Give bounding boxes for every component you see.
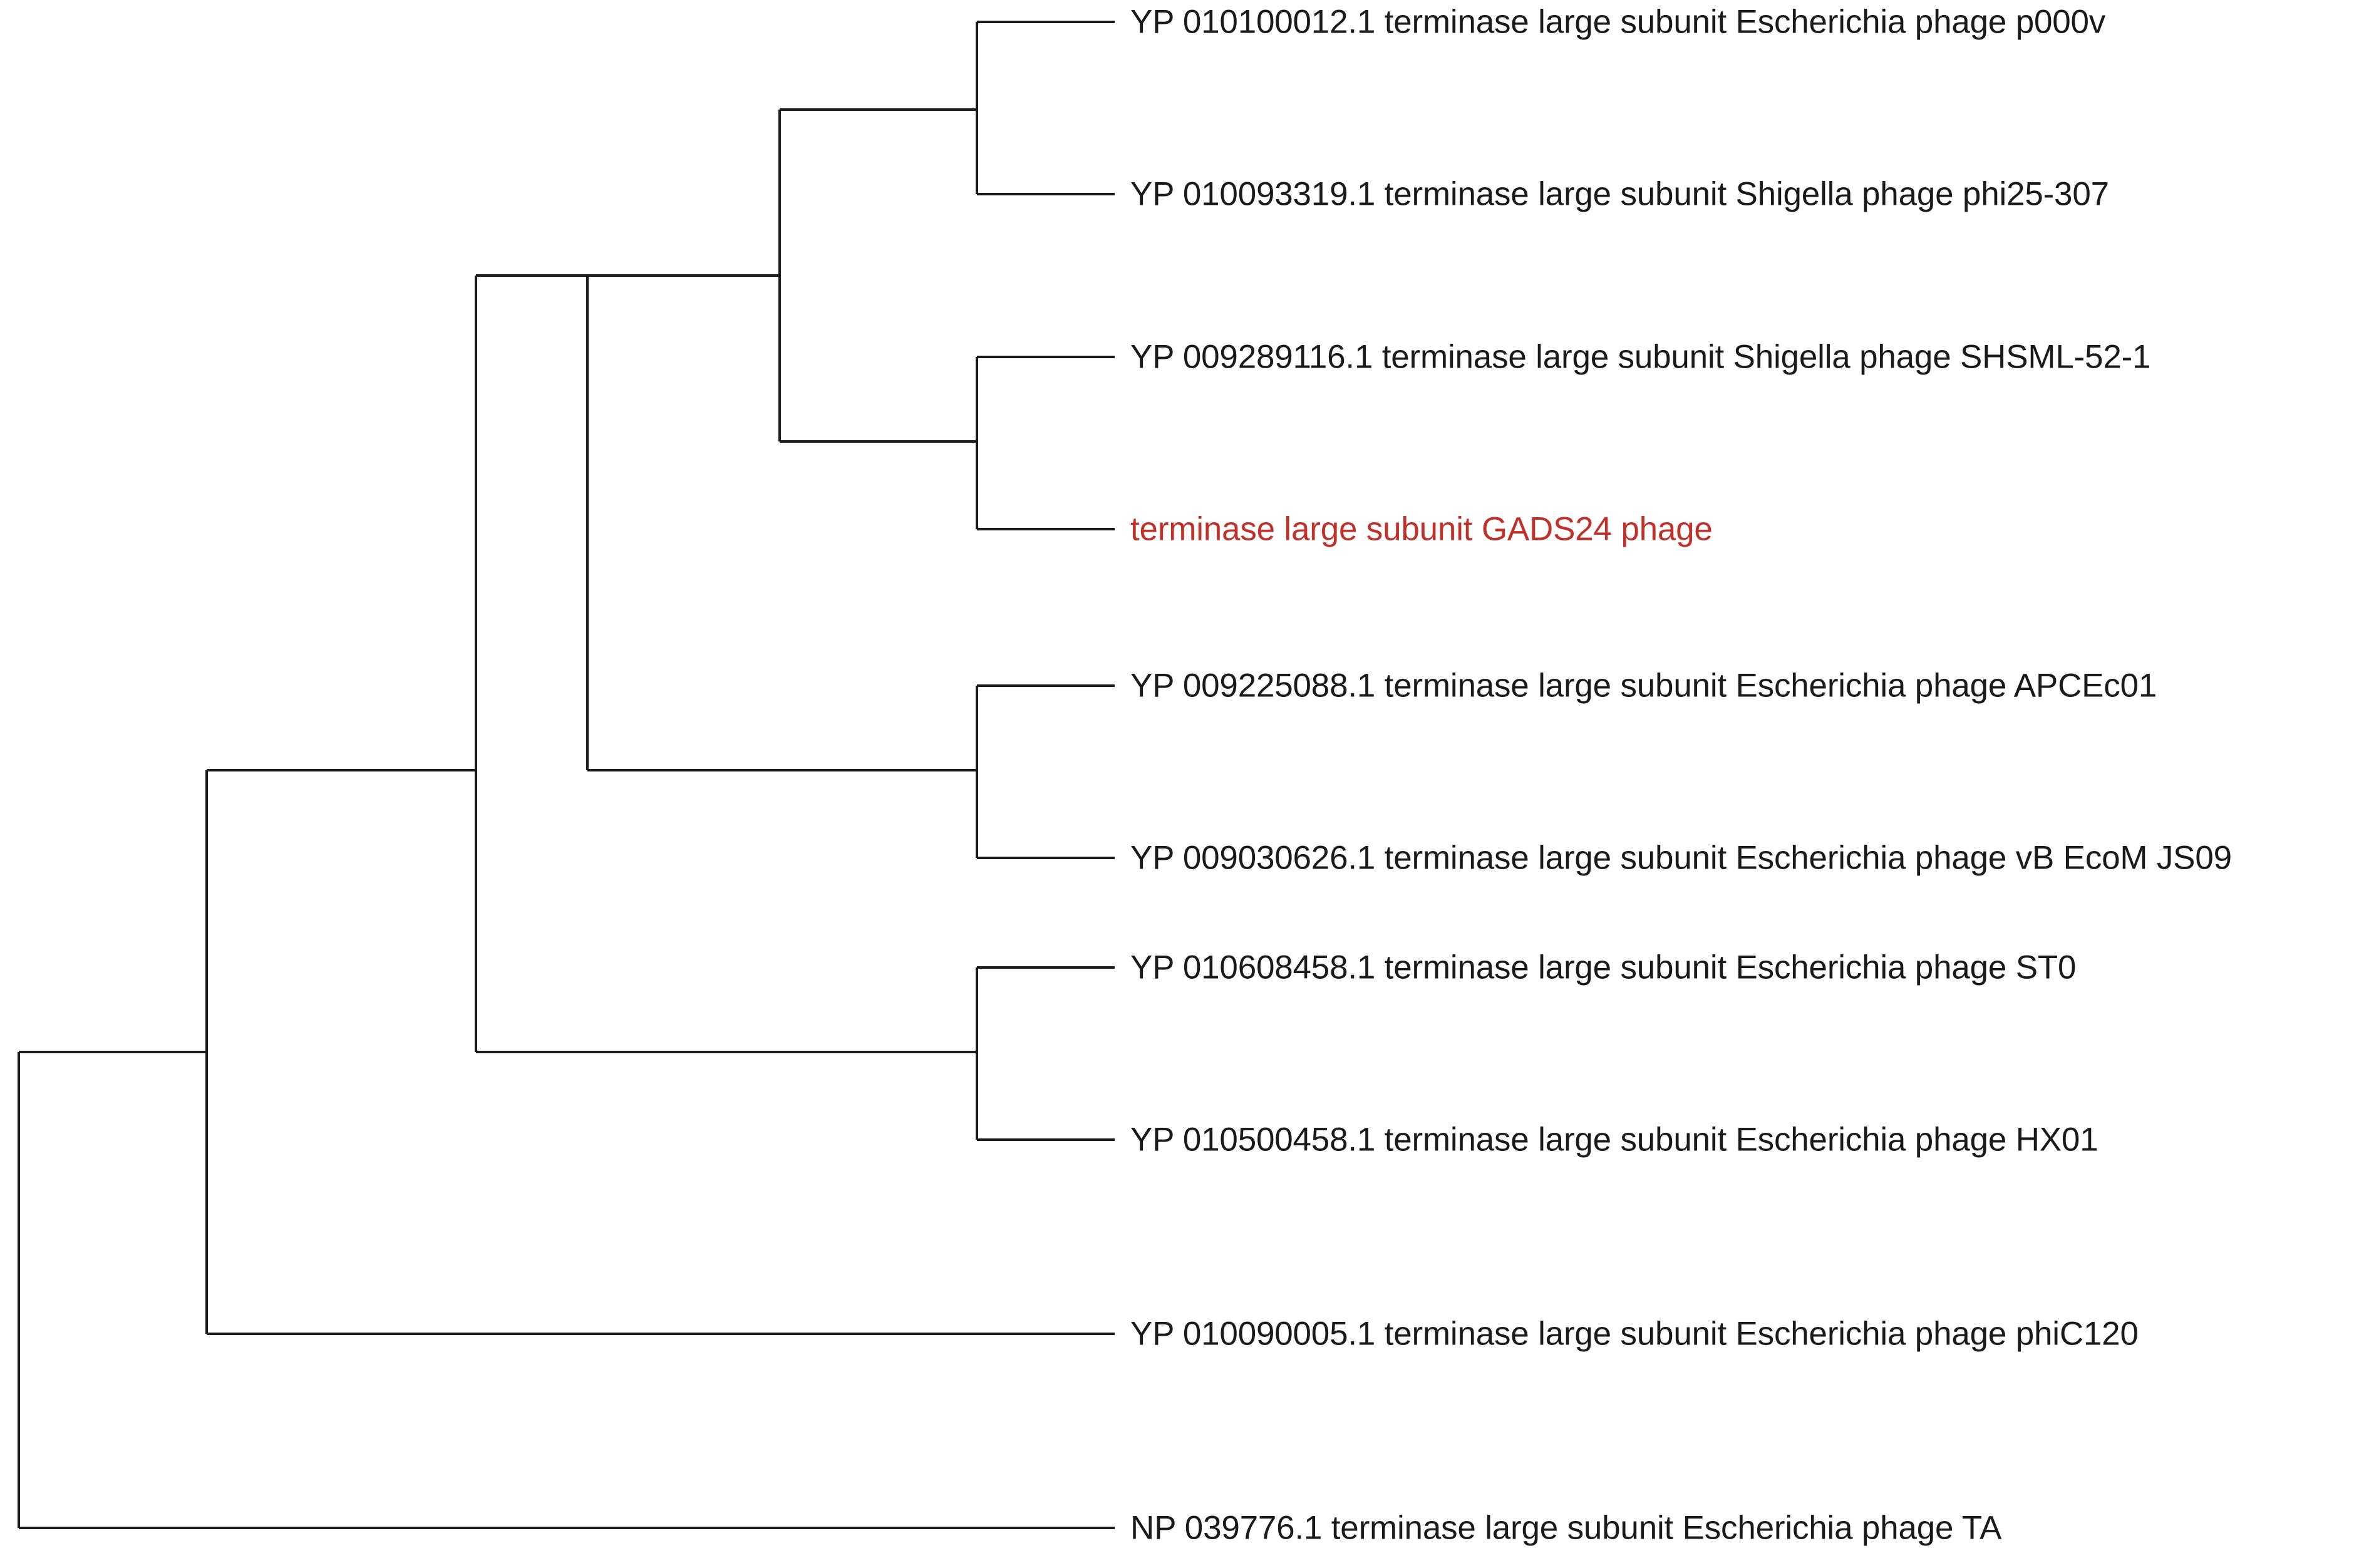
tip-label-TA[interactable]: NP 039776.1 terminase large subunit Esch… <box>1130 1509 2002 1547</box>
tip-label-phi25-307[interactable]: YP 010093319.1 terminase large subunit S… <box>1130 175 2109 213</box>
tip-label-HX01[interactable]: YP 010500458.1 terminase large subunit E… <box>1130 1121 2098 1158</box>
tip-label-vB-EcoM-JS09[interactable]: YP 009030626.1 terminase large subunit E… <box>1130 839 2232 877</box>
tip-label-SHSML-52-1[interactable]: YP 009289116.1 terminase large subunit S… <box>1130 338 2151 376</box>
tip-label-ST0[interactable]: YP 010608458.1 terminase large subunit E… <box>1130 949 2077 986</box>
tip-label-phiC120[interactable]: YP 010090005.1 terminase large subunit E… <box>1130 1315 2139 1353</box>
branch-lines <box>18 21 1115 1529</box>
tip-label-GADS24[interactable]: terminase large subunit GADS24 phage <box>1130 510 1713 548</box>
tip-label-APCEc01[interactable]: YP 009225088.1 terminase large subunit E… <box>1130 667 2157 704</box>
tip-label-p000v[interactable]: YP 010100012.1 terminase large subunit E… <box>1130 3 2106 41</box>
